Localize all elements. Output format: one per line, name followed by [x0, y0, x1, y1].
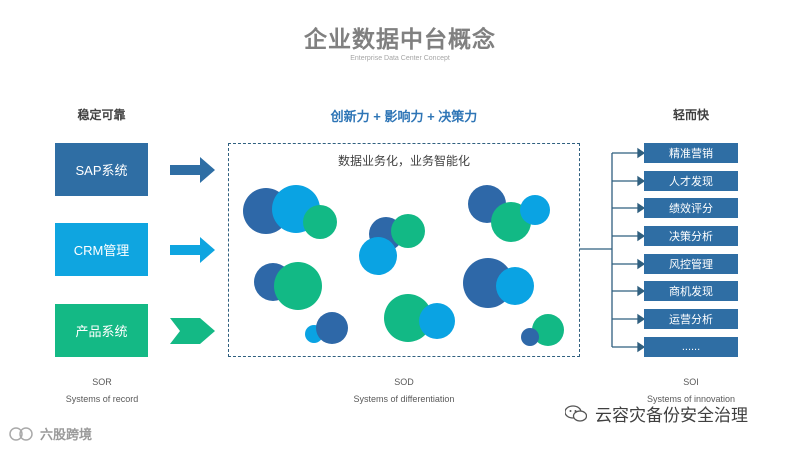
data-circle — [532, 314, 564, 346]
differentiation-label: 数据业务化，业务智能化 — [337, 154, 470, 168]
system-box-product: 产品系统 — [55, 304, 148, 357]
left-heading: 稳定可靠 — [77, 108, 126, 122]
footer-sor: SOR Systems of record — [40, 374, 164, 408]
soi-item: 风控管理 — [644, 254, 738, 274]
soi-item: 人才发现 — [644, 171, 738, 191]
footer-code: SOD — [394, 377, 414, 387]
footer-description: Systems of innovation — [646, 394, 736, 404]
soi-item: 商机发现 — [644, 281, 738, 301]
data-circle — [359, 237, 397, 275]
footer-description: Systems of record — [65, 394, 139, 404]
soi-item: 决策分析 — [644, 226, 738, 246]
arrow-right-icon — [170, 237, 215, 263]
data-circle — [521, 328, 539, 346]
soi-item: 绩效评分 — [644, 198, 738, 218]
arrow-right-icon — [170, 157, 215, 183]
data-circle — [274, 262, 322, 310]
system-box-crm: CRM管理 — [55, 223, 148, 276]
data-circle — [391, 214, 425, 248]
data-circle — [419, 303, 455, 339]
data-circle — [316, 312, 348, 344]
soi-item: ...... — [644, 337, 738, 357]
data-circle — [496, 267, 534, 305]
chevron-arrow-right-icon — [170, 318, 215, 344]
page-subtitle: Enterprise Data Center Concept — [350, 55, 450, 62]
connector-tree — [580, 147, 646, 353]
middle-heading: 创新力 + 影响力 + 决策力 — [330, 109, 478, 124]
watermark-right: 云容灾备份安全治理 — [565, 401, 748, 426]
page-title: 企业数据中台概念 — [304, 26, 496, 52]
differentiation-area — [228, 143, 580, 357]
logo-icon — [9, 426, 33, 441]
footer-sod: SOD Systems of differentiation — [304, 374, 504, 408]
system-box-sap: SAP系统 — [55, 143, 148, 196]
soi-item: 精准营销 — [644, 143, 738, 163]
soi-item: 运营分析 — [644, 309, 738, 329]
footer-code: SOR — [92, 377, 112, 387]
footer-code: SOI — [683, 377, 699, 387]
data-circle — [384, 294, 432, 342]
wechat-icon — [565, 404, 587, 422]
watermark-text: 六股跨境 — [40, 427, 93, 442]
watermark-left: 六股跨境 — [8, 424, 92, 443]
right-heading: 轻而快 — [672, 108, 709, 122]
data-circle-cluster — [243, 185, 564, 346]
footer-description: Systems of differentiation — [353, 394, 455, 404]
data-circle — [520, 195, 550, 225]
watermark-text: 云容灾备份安全治理 — [595, 406, 748, 425]
footer-soi: SOI Systems of innovation — [616, 374, 766, 408]
data-circle — [303, 205, 337, 239]
